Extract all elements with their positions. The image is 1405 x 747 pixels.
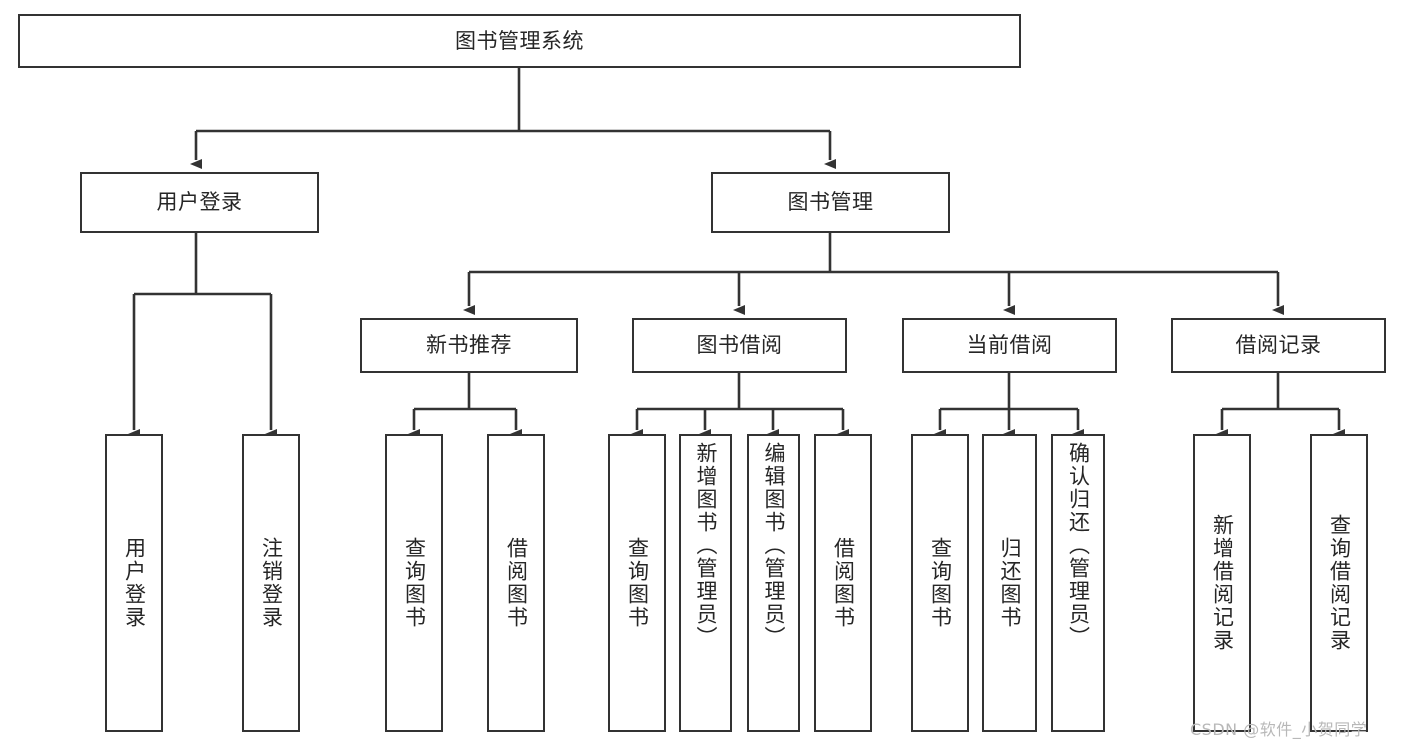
node-leaf-add-borrow-record-label: 新增借阅记录 — [1210, 514, 1235, 652]
node-user-login-label: 用户登录 — [156, 190, 243, 215]
node-new-book-recommend-label: 新书推荐 — [426, 333, 512, 358]
node-leaf-borrow-book-borrow-label: 借阅图书 — [831, 537, 856, 629]
node-book-management-label: 图书管理 — [787, 190, 874, 215]
node-book-borrow[interactable]: 图书借阅 — [632, 318, 847, 373]
node-leaf-query-book-borrow[interactable]: 查询图书 — [608, 434, 666, 732]
node-leaf-return-book-label: 归还图书 — [998, 537, 1022, 629]
node-leaf-query-book-borrow-label: 查询图书 — [625, 537, 650, 629]
node-leaf-borrow-book-recommend-label: 借阅图书 — [504, 537, 529, 629]
node-borrow-record-label: 借阅记录 — [1235, 333, 1322, 358]
node-leaf-edit-book-label: 编辑图书（管理员） — [762, 442, 786, 649]
node-leaf-return-book[interactable]: 归还图书 — [982, 434, 1037, 732]
node-leaf-query-book-recommend[interactable]: 查询图书 — [385, 434, 443, 732]
node-leaf-query-book-recommend-label: 查询图书 — [402, 537, 427, 629]
node-leaf-confirm-return-label: 确认归还（管理员） — [1066, 442, 1091, 649]
node-leaf-query-book-current-label: 查询图书 — [928, 537, 953, 629]
node-leaf-query-borrow-record-label: 查询借阅记录 — [1327, 514, 1352, 652]
node-leaf-user-login-label: 用户登录 — [122, 537, 147, 629]
node-borrow-record[interactable]: 借阅记录 — [1171, 318, 1386, 373]
node-leaf-borrow-book-recommend[interactable]: 借阅图书 — [487, 434, 545, 732]
node-leaf-confirm-return[interactable]: 确认归还（管理员） — [1051, 434, 1105, 732]
node-leaf-logout-login-label: 注销登录 — [259, 537, 284, 629]
csdn-watermark: CSDN @软件_小贺同学 — [1190, 720, 1368, 739]
node-leaf-add-book-label: 新增图书（管理员） — [694, 442, 718, 649]
node-book-management[interactable]: 图书管理 — [711, 172, 950, 233]
node-leaf-add-borrow-record[interactable]: 新增借阅记录 — [1193, 434, 1251, 732]
node-new-book-recommend[interactable]: 新书推荐 — [360, 318, 578, 373]
node-leaf-borrow-book-borrow[interactable]: 借阅图书 — [814, 434, 872, 732]
node-book-borrow-label: 图书借阅 — [696, 333, 783, 358]
node-root-label: 图书管理系统 — [455, 28, 584, 53]
node-leaf-edit-book[interactable]: 编辑图书（管理员） — [747, 434, 800, 732]
node-leaf-add-book[interactable]: 新增图书（管理员） — [679, 434, 732, 732]
node-current-borrow[interactable]: 当前借阅 — [902, 318, 1117, 373]
node-user-login[interactable]: 用户登录 — [80, 172, 319, 233]
node-leaf-query-book-current[interactable]: 查询图书 — [911, 434, 969, 732]
node-leaf-user-login[interactable]: 用户登录 — [105, 434, 163, 732]
node-leaf-logout-login[interactable]: 注销登录 — [242, 434, 300, 732]
node-current-borrow-label: 当前借阅 — [966, 333, 1053, 358]
node-root-book-management-system[interactable]: 图书管理系统 — [18, 14, 1021, 68]
node-leaf-query-borrow-record[interactable]: 查询借阅记录 — [1310, 434, 1368, 732]
